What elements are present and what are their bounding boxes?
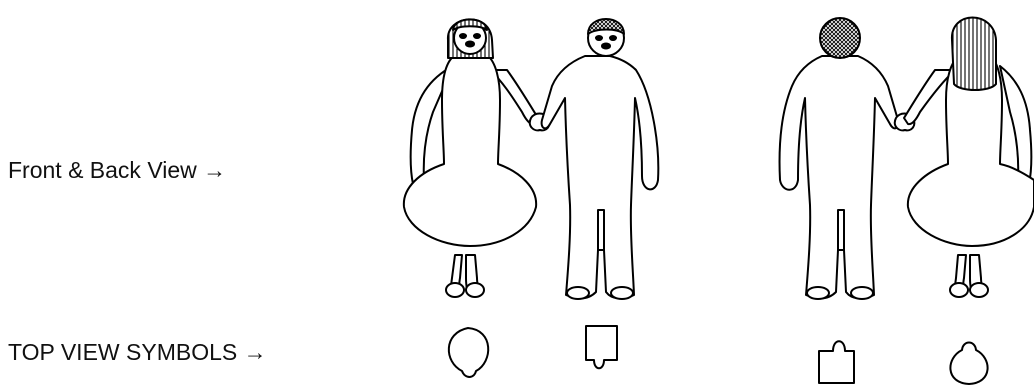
- woman-front-top-symbol: [449, 328, 488, 377]
- man-back-top-symbol: [819, 341, 854, 383]
- woman-front-figure: [404, 19, 538, 297]
- man-back-figure: [780, 18, 899, 299]
- woman-back-figure: [904, 18, 1034, 298]
- man-front-figure: [542, 19, 659, 299]
- man-front-top-symbol: [586, 326, 617, 368]
- woman-back-top-symbol: [950, 343, 987, 385]
